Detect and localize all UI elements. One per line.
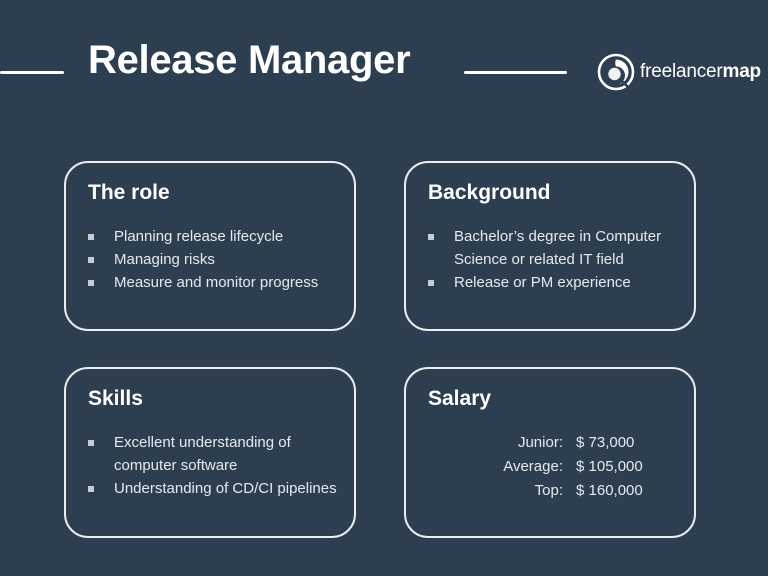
salary-label: Junior: [517,434,563,451]
salary-label: Top: [534,482,563,499]
logo-wordmark: freelancermap [640,61,761,83]
freelancermap-logo: freelancermap [596,52,761,92]
salary-value: $ 73,000 [576,434,635,451]
header-divider-right [464,71,567,74]
list-item: Understanding of CD/CI pipelines [88,477,344,500]
salary-row-average: Average: $ 105,000 [428,455,672,479]
list-item: Bachelor’s degree in Computer Science or… [428,225,684,271]
card-salary: Salary Junior: $ 73,000 Average: $ 105,0… [404,367,696,538]
salary-label: Average: [503,458,563,475]
salary-row-top: Top: $ 160,000 [428,479,672,503]
bullet-list-the-role: Planning release lifecycle Managing risk… [88,225,344,294]
list-item: Excellent understanding of computer soft… [88,431,344,477]
logo-text-bold: map [722,61,762,82]
logo-text-regular: freelancer [640,61,723,82]
card-title-skills: Skills [88,387,143,410]
list-item: Managing risks [88,248,344,271]
card-skills: Skills Excellent understanding of comput… [64,367,356,538]
card-title-background: Background [428,181,551,204]
bullet-list-skills: Excellent understanding of computer soft… [88,431,344,500]
header-divider-left [0,71,64,74]
list-item: Release or PM experience [428,271,684,294]
salary-value: $ 160,000 [576,482,643,499]
salary-row-junior: Junior: $ 73,000 [428,431,672,455]
card-the-role: The role Planning release lifecycle Mana… [64,161,356,331]
card-title-the-role: The role [88,181,170,204]
list-item: Measure and monitor progress [88,271,344,294]
card-title-salary: Salary [428,387,492,410]
freelancermap-swirl-icon [597,53,635,91]
slide-header: Release Manager freelancermap [0,40,768,104]
card-background: Background Bachelor’s degree in Computer… [404,161,696,331]
page-title: Release Manager [88,38,411,82]
salary-table: Junior: $ 73,000 Average: $ 105,000 Top:… [428,431,672,503]
bullet-list-background: Bachelor’s degree in Computer Science or… [428,225,684,294]
list-item: Planning release lifecycle [88,225,344,248]
salary-value: $ 105,000 [576,458,643,475]
